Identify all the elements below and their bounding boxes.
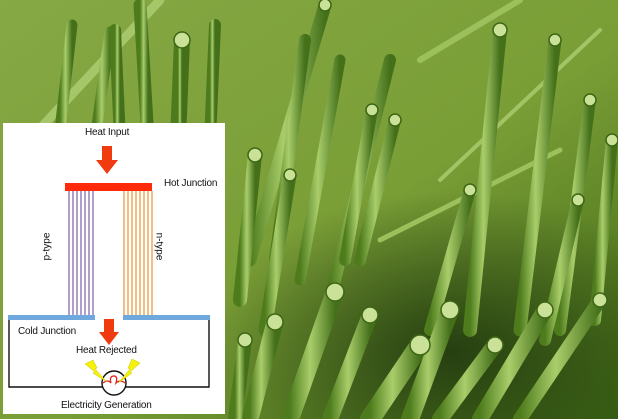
lightning-bolt-left-icon: [85, 360, 108, 383]
cold-junction-bar-left: [8, 315, 95, 320]
p-type-legs: [68, 191, 94, 315]
cold-junction-label: Cold Junction: [18, 326, 76, 337]
n-type-legs: [123, 191, 153, 315]
circuit-wire: [8, 320, 210, 396]
heat-rejected-label: Heat Rejected: [76, 345, 137, 356]
heat-input-arrow-icon: [96, 146, 118, 174]
cold-junction-bar-right: [123, 315, 210, 320]
electricity-generation-label: Electricity Generation: [61, 400, 152, 411]
lightning-bolt-right-icon: [117, 359, 140, 384]
thermoelectric-diagram: Heat Input Hot Junction p-type n-type Co…: [3, 123, 225, 414]
hot-junction-bar: [65, 183, 152, 191]
heat-input-label: Heat Input: [85, 127, 130, 138]
heat-rejected-arrow-icon: [99, 319, 119, 345]
hot-junction-label: Hot Junction: [164, 178, 218, 189]
